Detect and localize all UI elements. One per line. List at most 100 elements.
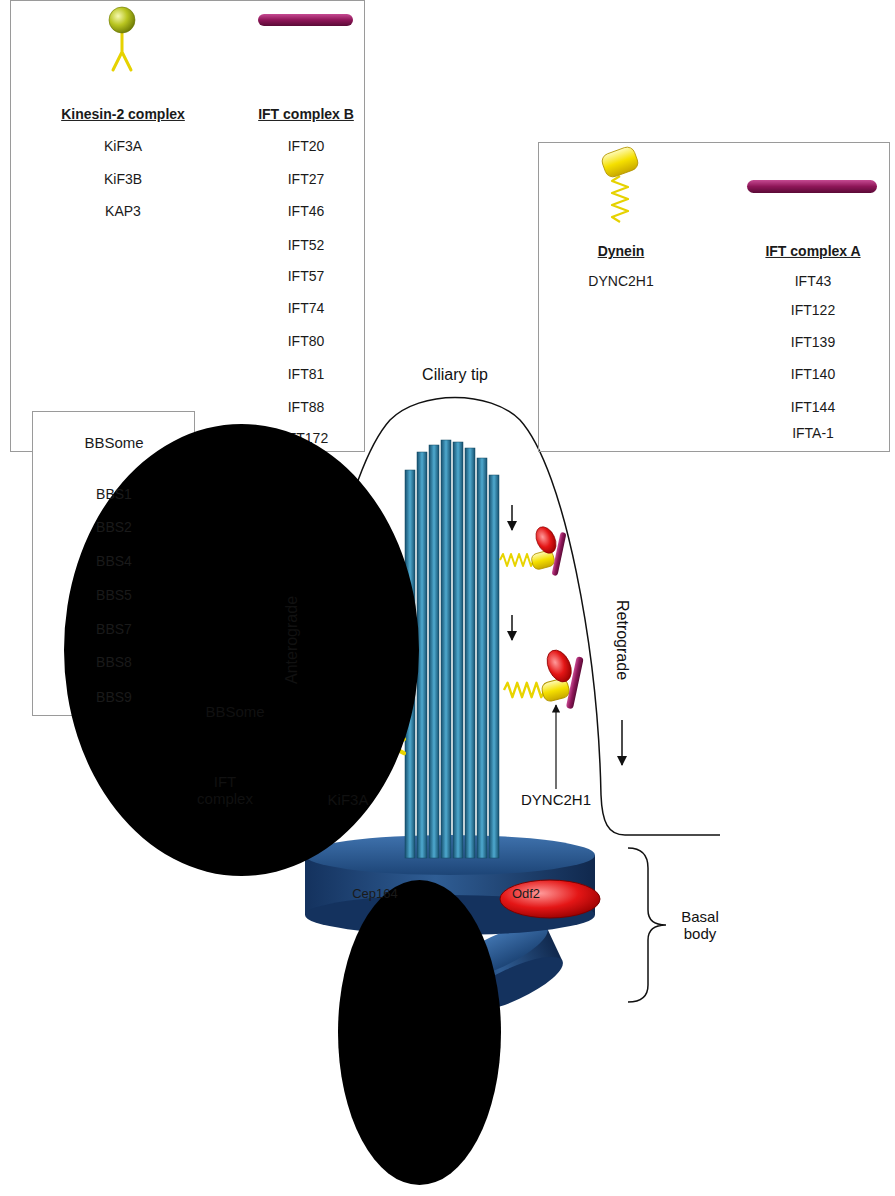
dynein-icon-part bbox=[612, 176, 628, 222]
protein-name: IFT74 bbox=[288, 300, 325, 316]
legend-box: DyneinDYNC2H1 IFT complex A IFT43IFT122IFT… bbox=[538, 142, 890, 452]
text-slot: BBSome bbox=[84, 434, 143, 451]
text-slot: KiF3A bbox=[104, 138, 142, 154]
axoneme bbox=[405, 440, 499, 858]
label-slot: KiF3A bbox=[328, 791, 369, 808]
text-slot: BBS8 bbox=[96, 654, 132, 670]
legend-box: Kinesin-2 complexKiF3A KiF3B KAP3 IFT compl… bbox=[10, 0, 365, 452]
label-slot: DYNC2H1 bbox=[521, 791, 591, 808]
part-label: IFT complex bbox=[194, 773, 256, 808]
kinesin-icon bbox=[109, 7, 135, 70]
protein-name: IFT81 bbox=[288, 366, 325, 382]
legend-box: BBSomeBBS1BBS2BBS4BBS5BBS7BBS8BBS9 bbox=[32, 411, 195, 716]
axoneme-part bbox=[441, 440, 451, 858]
protein-name: IFT122 bbox=[791, 302, 835, 318]
text-slot: BBS5 bbox=[96, 587, 132, 603]
label-slot: Ciliary tip bbox=[422, 366, 488, 384]
text-slot: Cep164 bbox=[352, 887, 398, 902]
text-slot: IFT43 bbox=[795, 273, 832, 289]
label-slot: Anterograde bbox=[283, 596, 301, 684]
protein-name: IFT88 bbox=[288, 399, 325, 415]
bbsome-ellipse: BBSome bbox=[64, 424, 164, 462]
column-heading: Dynein bbox=[598, 243, 645, 259]
legend-box-path bbox=[338, 880, 501, 1185]
ift-a-icon bbox=[747, 180, 877, 193]
kinesin-icon-part bbox=[109, 7, 135, 33]
legend-box-outline bbox=[338, 880, 501, 1185]
axoneme-part bbox=[429, 445, 439, 858]
column-heading: IFT complex A bbox=[765, 243, 860, 259]
protein-name: BBS7 bbox=[96, 621, 132, 637]
text-slot: IFT complex B bbox=[258, 106, 354, 122]
protein-name: DYNC2H1 bbox=[588, 273, 653, 289]
text-slot: IFT complex A bbox=[765, 243, 860, 259]
protein-name: BBS9 bbox=[96, 689, 132, 705]
protein-name: IFT57 bbox=[288, 268, 325, 284]
part-label: Ciliary tip bbox=[422, 366, 488, 384]
protein-name: IFT27 bbox=[288, 171, 325, 187]
protein-name: BBS4 bbox=[96, 553, 132, 569]
dynein-icon-part bbox=[600, 145, 640, 179]
text-slot: IFT52 bbox=[288, 237, 325, 253]
label-slot: Basal body bbox=[674, 908, 726, 943]
ift-b-icon bbox=[258, 14, 353, 26]
dynein-icon bbox=[600, 145, 640, 222]
label-slot: IFT complex bbox=[194, 773, 256, 808]
protein-name: IFT20 bbox=[288, 138, 325, 154]
part-label: Retrograde bbox=[613, 600, 631, 680]
text-slot: IFT80 bbox=[288, 333, 325, 349]
text-slot: IFT20 bbox=[288, 138, 325, 154]
column-heading: IFT complex B bbox=[258, 106, 354, 122]
basal-body-bracket bbox=[628, 848, 666, 1002]
axoneme-part bbox=[453, 442, 463, 858]
protein-name: IFT43 bbox=[795, 273, 832, 289]
bbsome-ellipse-path bbox=[500, 880, 600, 918]
part-label: KiF3A bbox=[328, 791, 369, 808]
axoneme-part bbox=[489, 475, 499, 858]
text-slot: IFT74 bbox=[288, 300, 325, 316]
text-slot: Dynein bbox=[598, 243, 645, 259]
text-slot: KAP3 bbox=[105, 203, 141, 219]
protein-name: BBS1 bbox=[96, 486, 132, 502]
protein-name: IFT140 bbox=[791, 366, 835, 382]
text-slot: Kinesin-2 complex bbox=[61, 106, 185, 122]
text-slot: IFT88 bbox=[288, 399, 325, 415]
part-label: Anterograde bbox=[283, 596, 301, 684]
retrograde-train bbox=[504, 646, 584, 709]
text-slot: BBS1 bbox=[96, 486, 132, 502]
protein-name: KiF3A bbox=[104, 138, 142, 154]
leader-line-part bbox=[555, 705, 556, 789]
direction-arrow-part bbox=[511, 505, 513, 530]
legend-box-path bbox=[64, 424, 419, 876]
protein-hexagon: Odf2 bbox=[500, 880, 552, 908]
protein-name: IFT144 bbox=[791, 399, 835, 415]
protein-name: KAP3 bbox=[105, 203, 141, 219]
protein-oval: Cep164 bbox=[338, 880, 412, 908]
text-slot: IFT81 bbox=[288, 366, 325, 382]
text-slot: IFTA-1 bbox=[792, 425, 834, 441]
text-slot: Odf2 bbox=[512, 887, 540, 902]
protein-name: IFT139 bbox=[791, 334, 835, 350]
text-slot: BBS9 bbox=[96, 689, 132, 705]
kinesin-icon-part bbox=[113, 33, 131, 70]
part-label: BBSome bbox=[205, 703, 264, 720]
protein-name: BBS5 bbox=[96, 587, 132, 603]
text-slot: DYNC2H1 bbox=[588, 273, 653, 289]
text-slot: IFT144 bbox=[791, 399, 835, 415]
text-slot: IFT57 bbox=[288, 268, 325, 284]
text-slot: BBS2 bbox=[96, 519, 132, 535]
text-slot: BBS7 bbox=[96, 621, 132, 637]
node-name: Cep164 bbox=[352, 887, 398, 902]
protein-name: KiF3B bbox=[104, 171, 142, 187]
text-slot: IFT46 bbox=[288, 203, 325, 219]
protein-name: IFT80 bbox=[288, 333, 325, 349]
axoneme-part bbox=[465, 448, 475, 858]
label-slot: BBSome bbox=[205, 703, 264, 720]
axoneme-part bbox=[477, 458, 487, 858]
label-slot: Retrograde bbox=[613, 600, 631, 680]
part-label: DYNC2H1 bbox=[521, 791, 591, 808]
text-slot: IFT140 bbox=[791, 366, 835, 382]
text-slot: IFT27 bbox=[288, 171, 325, 187]
